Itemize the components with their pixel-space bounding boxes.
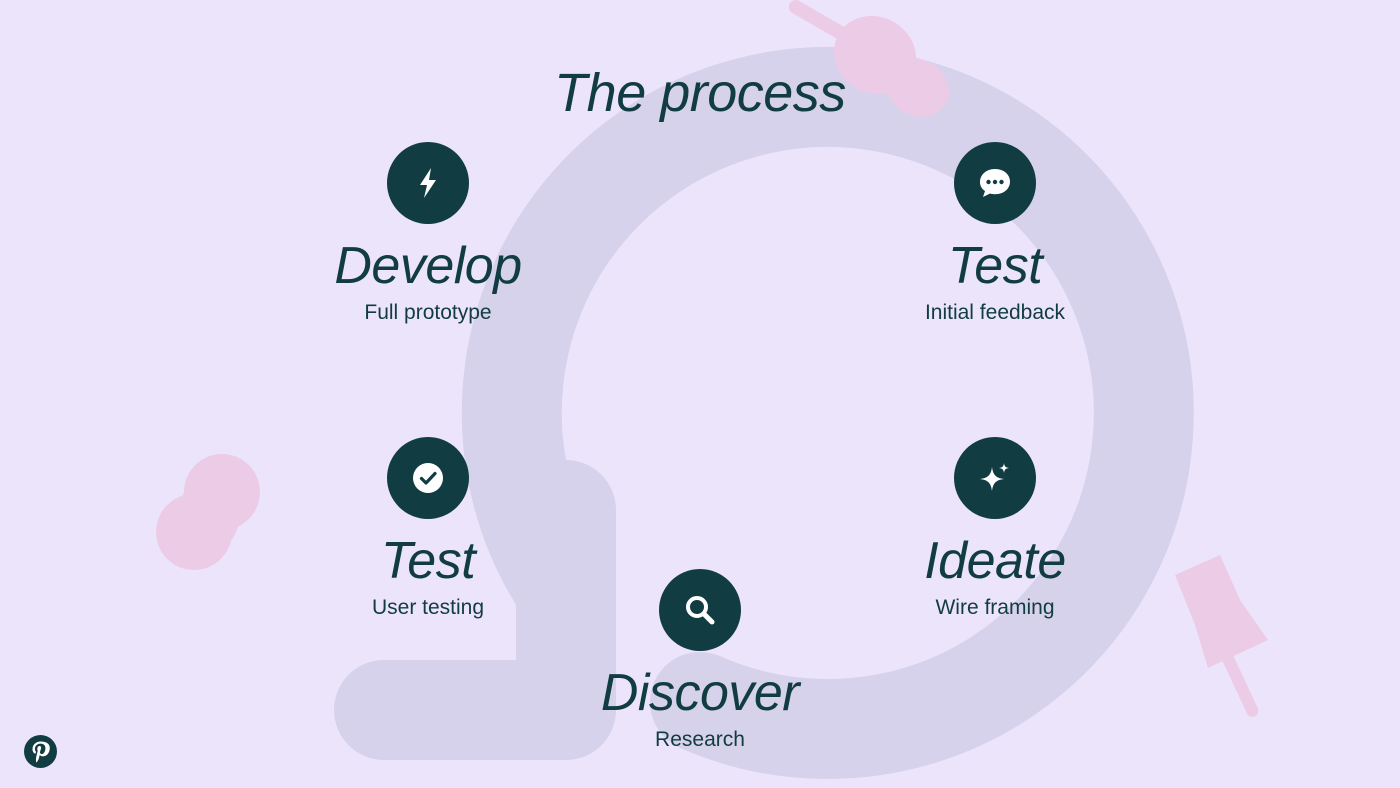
pushpin-bottom-right-decoration — [1175, 555, 1268, 717]
step-ideate-badge — [954, 437, 1036, 519]
step-subtitle: Wire framing — [935, 596, 1055, 619]
step-subtitle: User testing — [371, 596, 485, 619]
step-test-feedback-badge — [954, 142, 1036, 224]
step-test-feedback: Test Initial feedback — [835, 142, 1155, 326]
step-title: Develop — [334, 237, 522, 295]
checkmark-icon — [413, 463, 443, 493]
pushpin-top-decoration — [788, 0, 950, 118]
step-discover: Discover Research — [540, 569, 860, 753]
step-subtitle: Initial feedback — [924, 301, 1066, 324]
chat-bubble-icon — [980, 169, 1010, 197]
step-develop: Develop Full prototype — [268, 142, 588, 326]
step-subtitle: Research — [655, 728, 745, 751]
step-ideate: Ideate Wire framing — [835, 437, 1155, 621]
step-discover-badge — [659, 569, 741, 651]
step-title: Test — [947, 237, 1043, 295]
page-title: The process — [554, 63, 846, 123]
step-subtitle: Full prototype — [364, 301, 492, 324]
step-title: Ideate — [924, 532, 1066, 590]
step-test-user-badge — [387, 437, 469, 519]
pin-blob-left-decoration — [156, 454, 260, 570]
search-icon — [686, 596, 715, 625]
sparkle-icon — [980, 463, 1009, 491]
step-title: Discover — [600, 664, 800, 722]
pinterest-logo-icon — [24, 735, 57, 768]
step-test-user: Test User testing — [268, 437, 588, 621]
step-develop-badge — [387, 142, 469, 224]
ring-arrow-head — [334, 460, 616, 760]
lightning-icon — [420, 168, 436, 198]
step-title: Test — [380, 532, 476, 590]
